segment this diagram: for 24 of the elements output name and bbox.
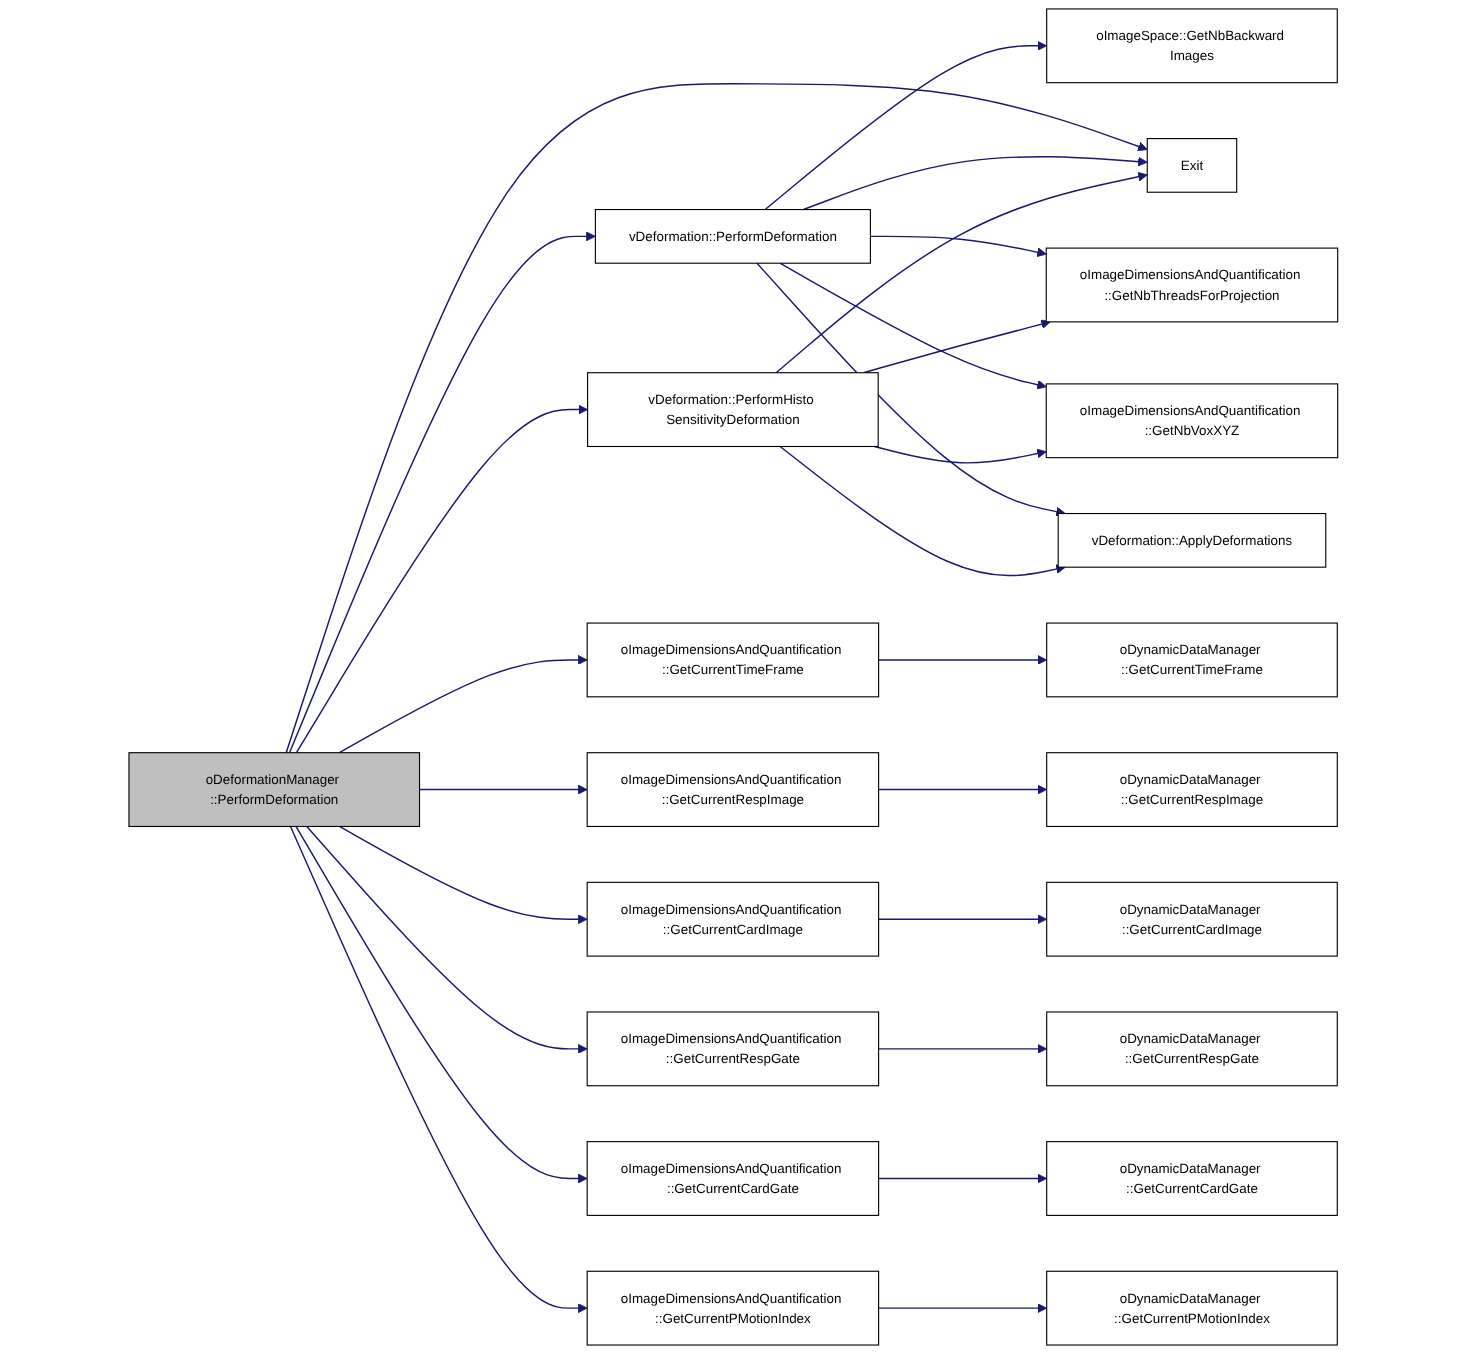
arrow [877, 914, 1047, 925]
arrow [285, 83, 1148, 754]
arrow [873, 445, 1047, 464]
arrow [802, 156, 1148, 211]
arrow [779, 445, 1066, 577]
arrow [877, 784, 1047, 795]
arrow [288, 231, 596, 754]
arrow [338, 825, 588, 925]
arrow [289, 825, 588, 1314]
arrow [764, 40, 1047, 211]
arrow [305, 825, 588, 1054]
arrow [294, 825, 588, 1184]
arrow [869, 235, 1047, 258]
arrow [877, 1043, 1047, 1054]
arrow [775, 171, 1148, 374]
arrow [862, 319, 1051, 374]
arrow [877, 655, 1047, 665]
arrow [338, 655, 588, 754]
arrow [418, 784, 588, 795]
arrow [295, 404, 588, 754]
arrow [877, 1173, 1047, 1184]
arrow [778, 262, 1047, 390]
arrow [755, 262, 1066, 517]
arrow [877, 1303, 1047, 1314]
